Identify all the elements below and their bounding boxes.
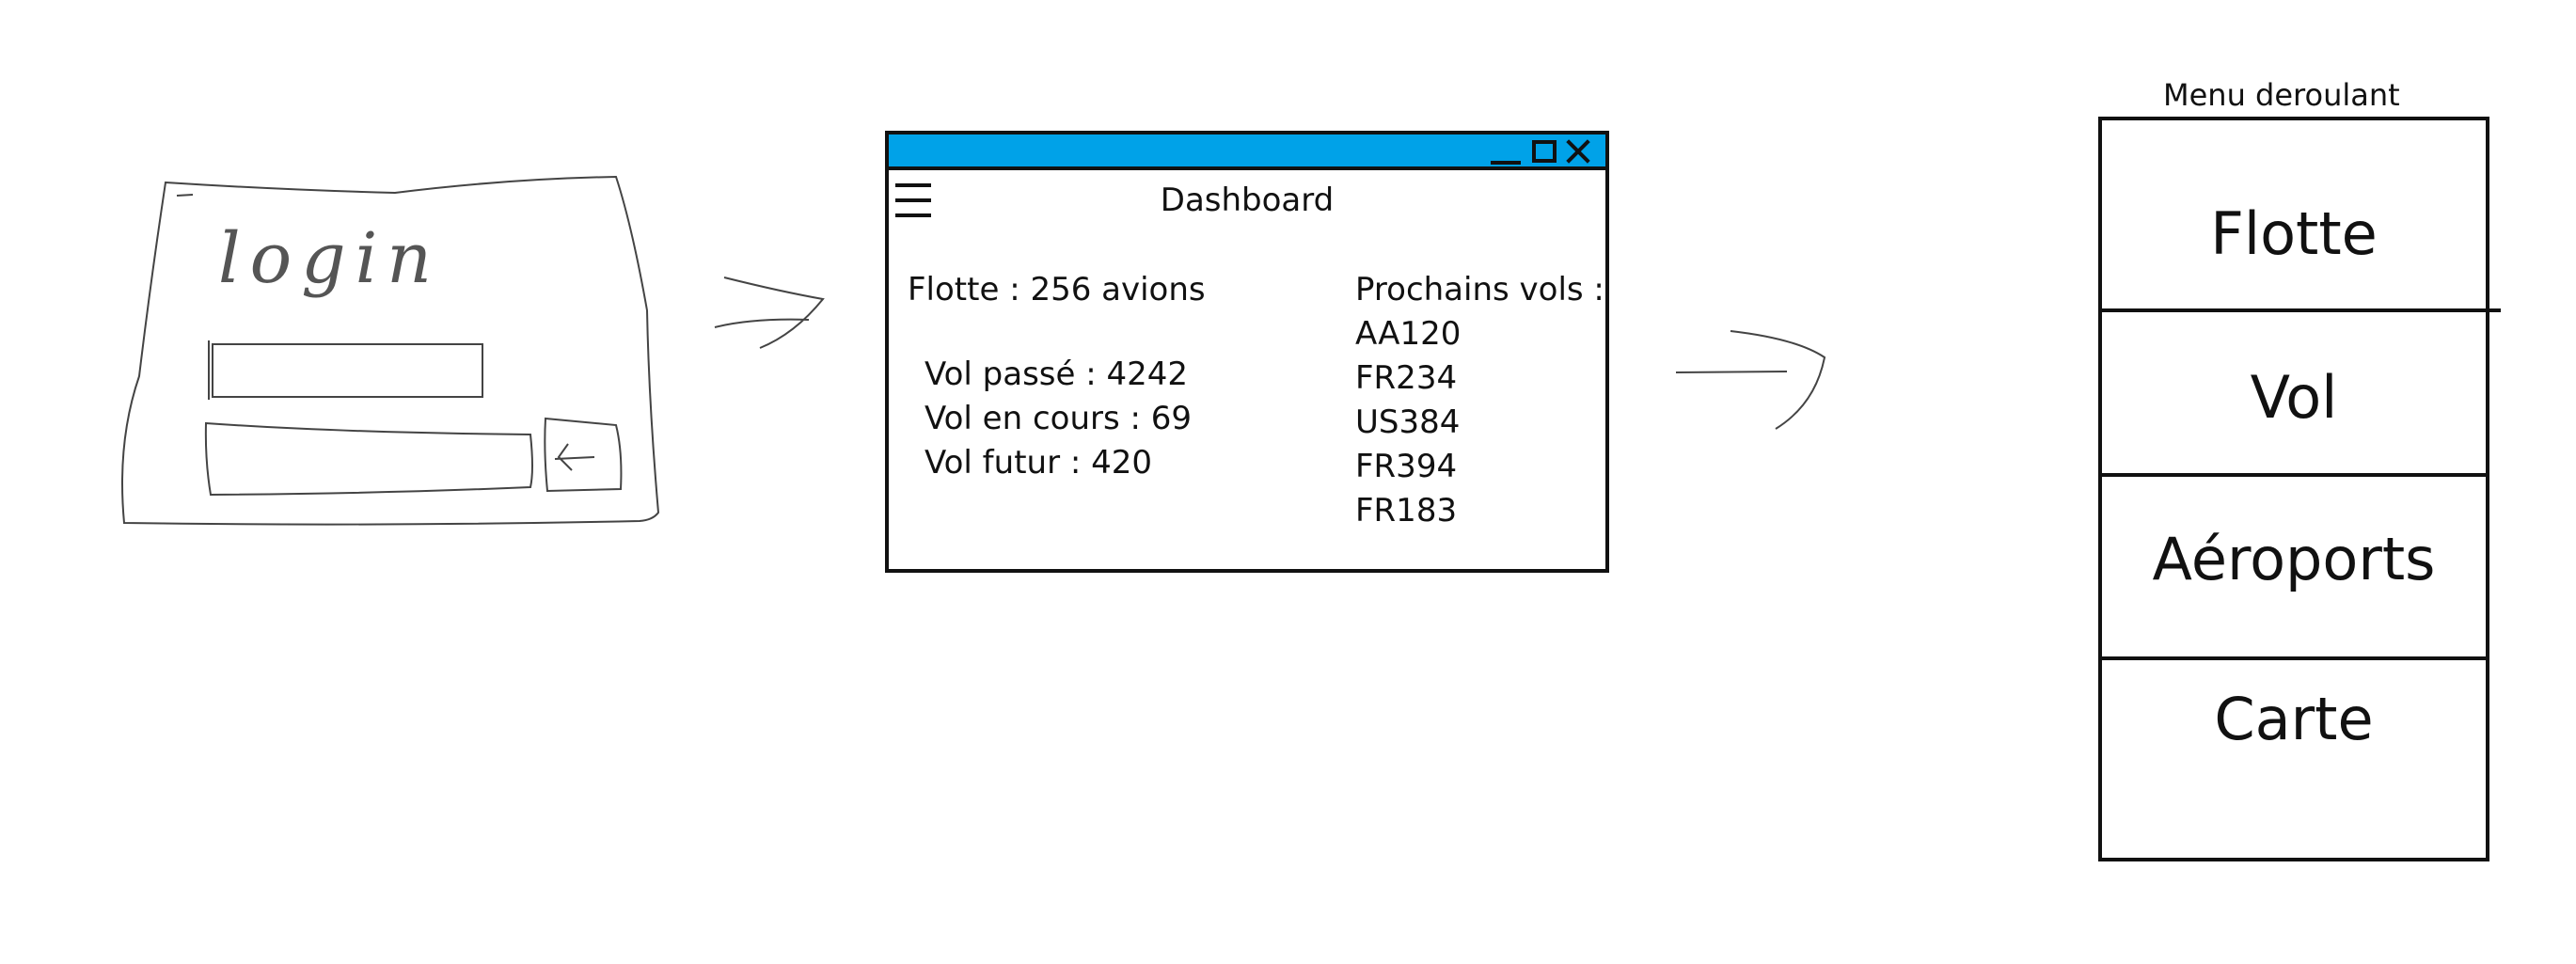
flight-stat: Vol en cours : 69: [925, 400, 1193, 437]
menu-item-flotte[interactable]: Flotte: [2210, 199, 2378, 268]
arrow-icon: [1675, 330, 1826, 430]
submit-arrow-sketch: [554, 443, 595, 471]
upcoming-flight[interactable]: FR183: [1355, 492, 1458, 529]
password-field-sketch: [204, 421, 533, 497]
flight-stat: Vol futur : 420: [925, 444, 1153, 482]
upcoming-flight[interactable]: US384: [1355, 403, 1461, 441]
menu-divider: [2098, 308, 2501, 312]
flight-stat: Vol passé : 4242: [925, 356, 1189, 393]
menu-divider: [2098, 656, 2489, 660]
dashboard-title: Dashboard: [1160, 182, 1335, 219]
menu-item-carte[interactable]: Carte: [2214, 685, 2374, 753]
maximize-icon[interactable]: [1532, 140, 1557, 163]
upcoming-flights-title: Prochains vols :: [1355, 271, 1604, 308]
dashboard-window: Dashboard Flotte : 256 avions Vol passé …: [885, 131, 1609, 573]
close-icon[interactable]: [1564, 138, 1592, 165]
fleet-count: Flotte : 256 avions: [908, 271, 1206, 308]
upcoming-flight[interactable]: AA120: [1355, 315, 1462, 353]
upcoming-flight[interactable]: FR394: [1355, 448, 1458, 485]
arrow-icon: [714, 277, 825, 349]
window-titlebar: [889, 134, 1605, 170]
menu-title: Menu deroulant: [2163, 77, 2400, 113]
hamburger-icon[interactable]: [895, 183, 935, 219]
menu-item-vol[interactable]: Vol: [2250, 363, 2338, 432]
menu-item-aeroports[interactable]: Aéroports: [2152, 525, 2436, 593]
menu-divider: [2098, 473, 2489, 477]
login-sketch-title: login: [218, 218, 441, 299]
minimize-icon[interactable]: [1491, 138, 1521, 165]
login-box-outline: [121, 175, 660, 526]
username-field-sketch: [212, 343, 483, 398]
upcoming-flight[interactable]: FR234: [1355, 359, 1458, 397]
dropdown-menu: Flotte Vol Aéroports Carte: [2098, 117, 2501, 861]
submit-button-sketch: [544, 417, 623, 493]
